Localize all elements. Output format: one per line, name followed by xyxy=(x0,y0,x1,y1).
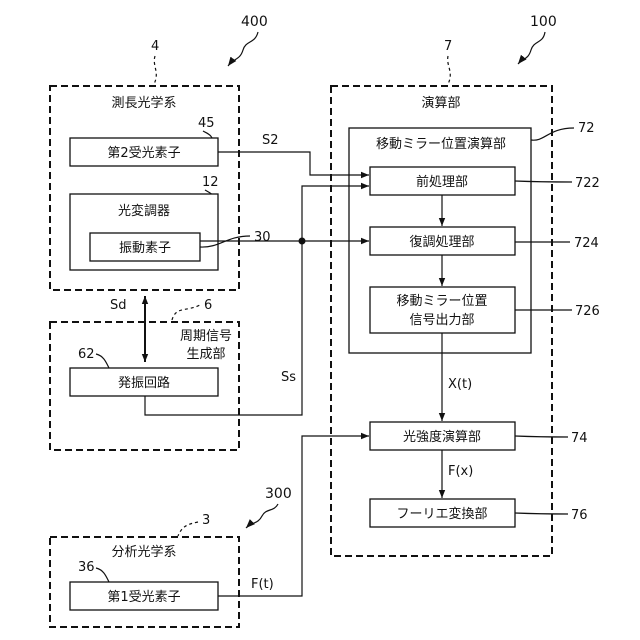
ref-722: 722 xyxy=(575,176,600,191)
signal-fx: F(x) xyxy=(448,464,473,479)
ref-300-arrow xyxy=(246,504,278,528)
ref-726: 726 xyxy=(575,304,600,319)
ref-76: 76 xyxy=(571,508,588,523)
ref-300: 300 xyxy=(265,486,292,502)
ref-400-arrow xyxy=(228,32,258,66)
ref-100: 100 xyxy=(530,14,557,30)
ref-74-leader xyxy=(515,436,568,437)
group-computation-label: 演算部 xyxy=(421,95,460,111)
ref-62: 62 xyxy=(78,347,95,362)
preprocessing-label: 前処理部 xyxy=(416,174,468,190)
second-receiver-label: 第2受光素子 xyxy=(107,146,180,161)
light-modulator-label: 光変調器 xyxy=(118,203,170,219)
ref-72: 72 xyxy=(578,121,595,136)
ref-6-leader xyxy=(172,305,200,320)
signal-sd: Sd xyxy=(110,298,127,313)
ref-724: 724 xyxy=(574,236,599,251)
ref-45: 45 xyxy=(198,116,215,131)
signal-ft: F(t) xyxy=(251,577,274,592)
mirror-output-label-1: 移動ミラー位置 xyxy=(396,294,487,309)
ref-722-leader xyxy=(515,181,572,182)
fourier-label: フーリエ変換部 xyxy=(396,506,487,522)
ref-12: 12 xyxy=(202,175,219,190)
demodulation-label: 復調処理部 xyxy=(409,234,474,250)
first-receiver-label: 第1受光素子 xyxy=(107,590,180,605)
ref-30: 30 xyxy=(254,230,271,245)
group-periodic-signal-label-2: 生成部 xyxy=(186,347,225,362)
ref-4-leader xyxy=(154,56,156,84)
ref-74: 74 xyxy=(571,431,588,446)
signal-ss: Ss xyxy=(281,370,296,385)
group-measuring-optics-label: 測長光学系 xyxy=(111,95,176,111)
signal-xt: X(t) xyxy=(448,377,472,392)
intensity-calc-label: 光強度演算部 xyxy=(403,429,481,445)
ref-6: 6 xyxy=(204,298,212,313)
ref-100-arrow xyxy=(518,32,545,64)
ft-line xyxy=(218,436,369,596)
ref-3-leader xyxy=(178,522,198,536)
ref-7: 7 xyxy=(444,39,452,54)
ref-400: 400 xyxy=(241,14,268,30)
mirror-output-label-2: 信号出力部 xyxy=(409,313,474,328)
s2-line xyxy=(218,152,369,175)
ref-36: 36 xyxy=(78,560,95,575)
group-analysis-optics-label: 分析光学系 xyxy=(111,544,176,560)
ref-7-leader xyxy=(448,56,451,84)
vibration-element-label: 振動素子 xyxy=(119,241,171,256)
oscillator-label: 発振回路 xyxy=(118,375,170,391)
ref-3: 3 xyxy=(202,513,210,528)
ref-76-leader xyxy=(515,513,568,514)
group-periodic-signal-label-1: 周期信号 xyxy=(180,329,232,344)
signal-s2: S2 xyxy=(262,133,279,148)
ref-4: 4 xyxy=(151,39,159,54)
mirror-position-unit-label: 移動ミラー位置演算部 xyxy=(376,136,506,152)
